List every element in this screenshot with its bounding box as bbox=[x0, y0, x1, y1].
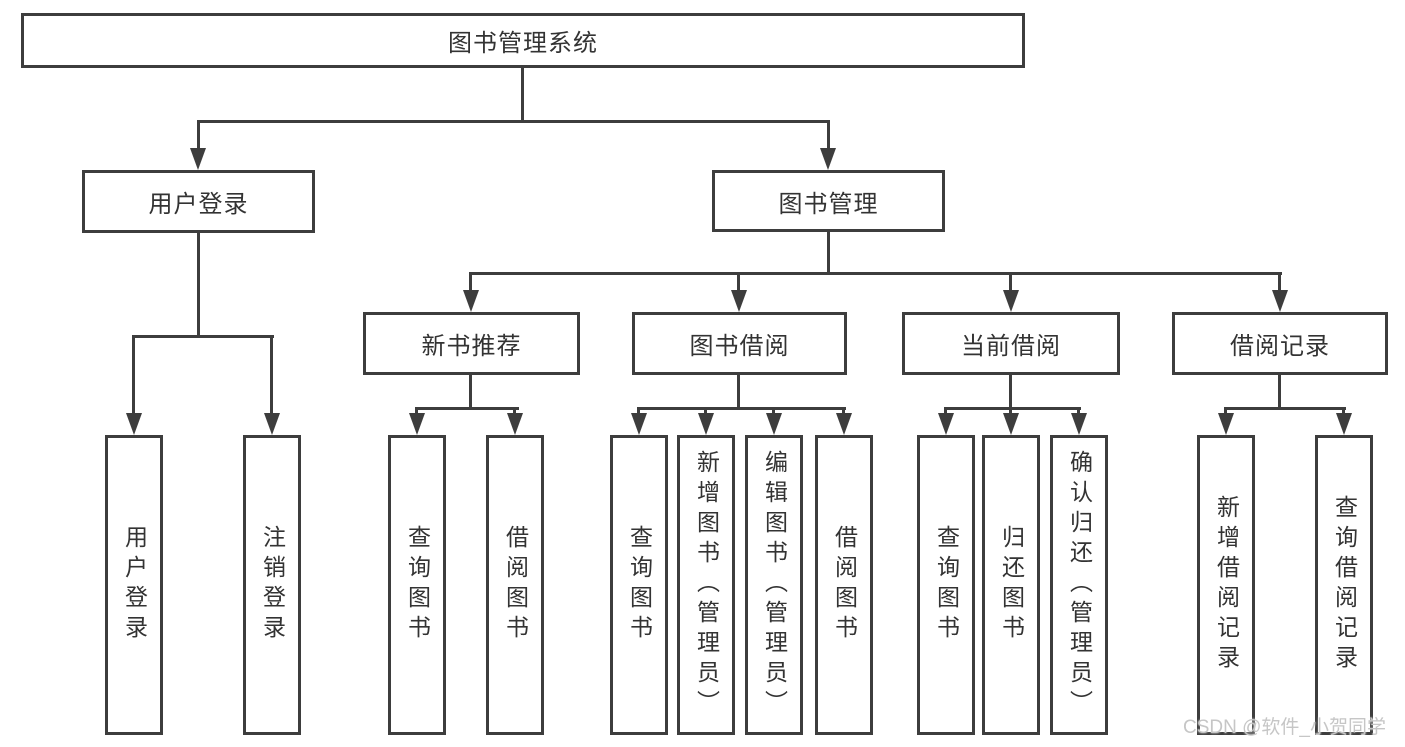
connector-line bbox=[270, 335, 273, 413]
leaf-user-login: 用户登录 bbox=[105, 435, 163, 735]
node-label: 新书推荐 bbox=[421, 333, 522, 360]
leaf-label: 归还图书 bbox=[998, 525, 1025, 645]
connector-line bbox=[1009, 407, 1012, 415]
leaf-query-books-1: 查询图书 bbox=[388, 435, 446, 735]
node-label: 图书管理 bbox=[778, 190, 879, 218]
arrowhead-down-icon bbox=[1003, 290, 1019, 312]
leaf-label: 用户登录 bbox=[121, 525, 148, 645]
leaf-label: 新增图书（管理员） bbox=[693, 450, 720, 720]
node-label: 借阅记录 bbox=[1230, 333, 1330, 360]
connector-line bbox=[827, 120, 830, 148]
leaf-label: 编辑图书（管理员） bbox=[761, 450, 788, 720]
connector-line bbox=[637, 407, 640, 415]
arrowhead-down-icon bbox=[409, 413, 425, 435]
connector-line bbox=[197, 120, 200, 148]
connector-line bbox=[1009, 375, 1012, 410]
connector-line bbox=[1077, 407, 1080, 415]
node-borrowing-records: 借阅记录 bbox=[1172, 312, 1388, 375]
connector-line bbox=[521, 68, 524, 123]
arrowhead-down-icon bbox=[731, 290, 747, 312]
leaf-label: 查询图书 bbox=[933, 525, 960, 645]
connector-line bbox=[1224, 407, 1346, 410]
connector-line bbox=[197, 120, 830, 123]
node-root-label: 图书管理系统 bbox=[448, 30, 598, 57]
leaf-return-books: 归还图书 bbox=[982, 435, 1040, 735]
connector-line bbox=[415, 407, 519, 410]
node-current-borrowing: 当前借阅 bbox=[902, 312, 1120, 375]
connector-line bbox=[469, 375, 472, 410]
node-book-management: 图书管理 bbox=[712, 170, 945, 232]
node-label: 用户登录 bbox=[148, 191, 249, 218]
connector-line bbox=[1278, 272, 1281, 290]
connector-line bbox=[469, 272, 472, 290]
connector-line bbox=[704, 407, 707, 415]
leaf-label: 查询图书 bbox=[626, 525, 653, 645]
connector-line bbox=[1278, 375, 1281, 410]
leaf-query-books-2: 查询图书 bbox=[610, 435, 668, 735]
arrowhead-down-icon bbox=[507, 413, 523, 435]
arrowhead-down-icon bbox=[836, 413, 852, 435]
leaf-query-borrow-record: 查询借阅记录 bbox=[1315, 435, 1373, 735]
connector-line bbox=[469, 272, 1282, 275]
connector-line bbox=[1342, 407, 1345, 415]
leaf-label: 查询图书 bbox=[404, 525, 431, 645]
connector-line bbox=[737, 272, 740, 290]
connector-line bbox=[944, 407, 1081, 410]
arrowhead-down-icon bbox=[1003, 413, 1019, 435]
connector-line bbox=[132, 335, 135, 413]
leaf-label: 借阅图书 bbox=[831, 525, 858, 645]
leaf-query-books-3: 查询图书 bbox=[917, 435, 975, 735]
leaf-label: 查询借阅记录 bbox=[1331, 495, 1358, 675]
watermark: CSDN @软件_小贺同学 bbox=[1183, 717, 1386, 738]
arrowhead-down-icon bbox=[126, 413, 142, 435]
connector-line bbox=[132, 335, 274, 338]
leaf-borrow-books-2: 借阅图书 bbox=[815, 435, 873, 735]
connector-line bbox=[737, 375, 740, 410]
arrowhead-down-icon bbox=[938, 413, 954, 435]
arrowhead-down-icon bbox=[631, 413, 647, 435]
node-root: 图书管理系统 bbox=[21, 13, 1025, 68]
connector-line bbox=[197, 233, 200, 337]
leaf-label: 新增借阅记录 bbox=[1213, 495, 1240, 675]
arrowhead-down-icon bbox=[1336, 413, 1352, 435]
leaf-add-books-admin: 新增图书（管理员） bbox=[677, 435, 735, 735]
arrowhead-down-icon bbox=[820, 148, 836, 170]
arrowhead-down-icon bbox=[264, 413, 280, 435]
connector-line bbox=[637, 407, 846, 410]
leaf-add-borrow-record: 新增借阅记录 bbox=[1197, 435, 1255, 735]
arrowhead-down-icon bbox=[463, 290, 479, 312]
leaf-label: 确认归还（管理员） bbox=[1066, 450, 1093, 720]
node-new-book-recommend: 新书推荐 bbox=[363, 312, 580, 375]
node-user-login: 用户登录 bbox=[82, 170, 315, 233]
leaf-logout: 注销登录 bbox=[243, 435, 301, 735]
connector-line bbox=[415, 407, 418, 415]
leaf-borrow-books-1: 借阅图书 bbox=[486, 435, 544, 735]
arrowhead-down-icon bbox=[1218, 413, 1234, 435]
connector-line bbox=[772, 407, 775, 415]
connector-line bbox=[1224, 407, 1227, 415]
node-label: 图书借阅 bbox=[689, 333, 790, 360]
connector-line bbox=[842, 407, 845, 415]
arrowhead-down-icon bbox=[1071, 413, 1087, 435]
leaf-label: 注销登录 bbox=[259, 525, 286, 645]
arrowhead-down-icon bbox=[1272, 290, 1288, 312]
leaf-label: 借阅图书 bbox=[502, 525, 529, 645]
connector-line bbox=[513, 407, 516, 415]
node-label: 当前借阅 bbox=[961, 333, 1061, 360]
arrowhead-down-icon bbox=[698, 413, 714, 435]
arrowhead-down-icon bbox=[190, 148, 206, 170]
leaf-edit-books-admin: 编辑图书（管理员） bbox=[745, 435, 803, 735]
arrowhead-down-icon bbox=[766, 413, 782, 435]
connector-line bbox=[944, 407, 947, 415]
connector-line bbox=[827, 232, 830, 275]
connector-line bbox=[1009, 272, 1012, 290]
leaf-confirm-return-admin: 确认归还（管理员） bbox=[1050, 435, 1108, 735]
node-book-borrowing: 图书借阅 bbox=[632, 312, 847, 375]
